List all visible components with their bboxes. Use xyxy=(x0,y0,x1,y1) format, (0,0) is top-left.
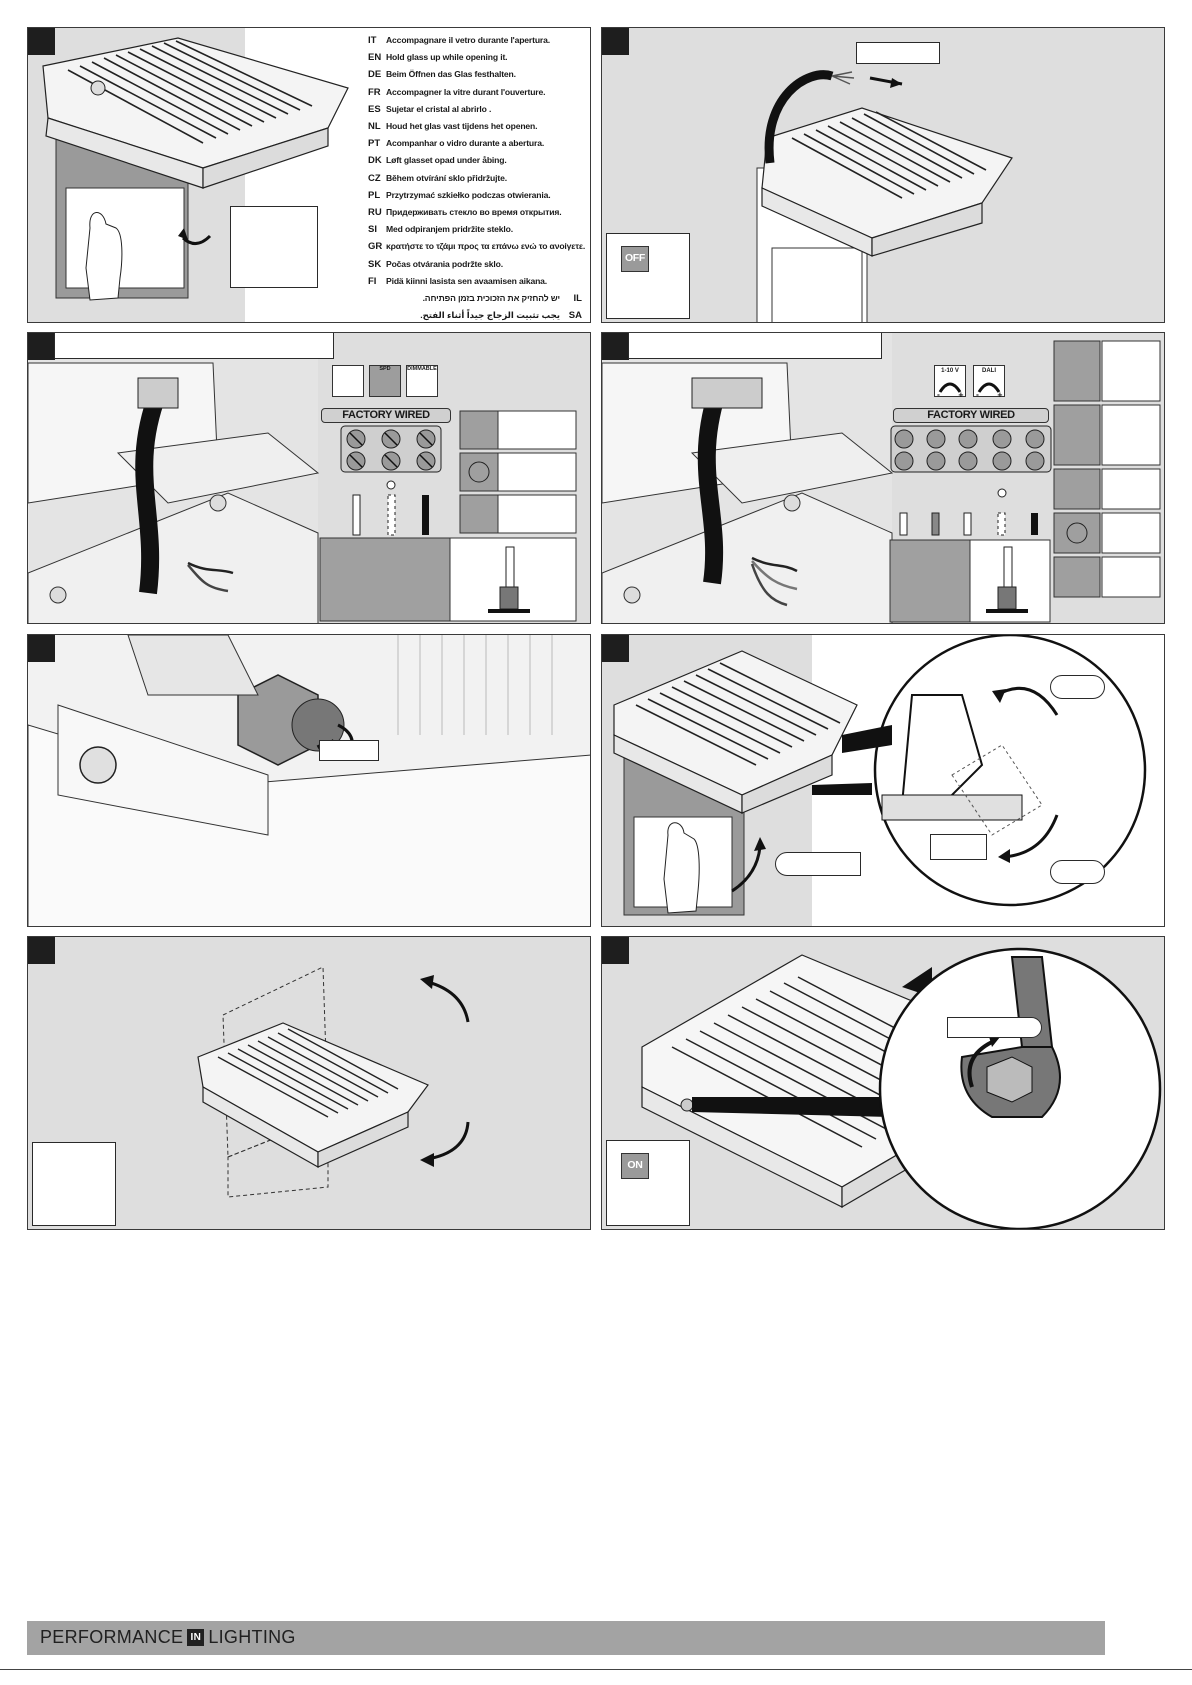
wiring-illustration xyxy=(28,333,320,623)
dial-icon: -+ xyxy=(976,382,1003,399)
dial-icon: -+ xyxy=(937,382,964,399)
svg-text:-: - xyxy=(937,391,940,398)
off-switch-icon: OFF xyxy=(621,246,649,272)
step-number-5 xyxy=(28,635,55,662)
step-number-6 xyxy=(602,635,629,662)
on-switch-icon: ON xyxy=(621,1153,649,1179)
step-panel-8: ON xyxy=(601,936,1165,1230)
blank-label-box xyxy=(856,42,940,64)
step-number-1 xyxy=(28,28,55,55)
blank-label-box xyxy=(1050,860,1105,884)
dali-dimming-icon: DALI -+ xyxy=(973,365,1005,399)
brand-text-right: LIGHTING xyxy=(208,1627,296,1647)
wiring-illustration-dimming xyxy=(602,333,894,623)
blank-label-box xyxy=(230,206,318,288)
instruction-row: يجب تثبيت الزجاج جيداً أثناء الفتح.SA xyxy=(420,310,582,322)
power-switch-on: ON xyxy=(606,1140,690,1226)
blank-label-box xyxy=(1050,675,1105,699)
rotate-fixture-illustration xyxy=(197,966,470,1198)
1-10v-dimming-icon: 1-10 V -+ xyxy=(934,365,966,399)
step-number-8 xyxy=(602,937,629,964)
svg-text:-: - xyxy=(976,391,979,398)
blank-label-box xyxy=(947,1017,1042,1038)
factory-wired-label: FACTORY WIRED xyxy=(321,408,451,423)
step-panel-7 xyxy=(27,936,591,1230)
blank-label-box xyxy=(628,333,882,359)
blank-label-box xyxy=(32,1142,116,1226)
blank-label-box xyxy=(930,834,987,860)
svg-text:+: + xyxy=(958,391,964,398)
cable-gland-illustration xyxy=(28,635,590,926)
factory-wired-label: FACTORY WIRED xyxy=(893,408,1049,423)
step-panel-5 xyxy=(27,634,591,927)
step-panel-3: ON/OFF SPD DIMMABLE FACTORY WIRED xyxy=(27,332,591,624)
svg-text:+: + xyxy=(997,391,1003,398)
footer-brand-bar: PERFORMANCE IN LIGHTING xyxy=(27,1621,1105,1655)
step-panel-6 xyxy=(601,634,1165,927)
brand-logo: PERFORMANCE IN LIGHTING xyxy=(40,1627,296,1648)
brand-text-left: PERFORMANCE xyxy=(40,1627,184,1647)
power-switch-off: OFF xyxy=(606,233,690,319)
cable-entry-illustration xyxy=(756,70,1013,322)
dimmable-icon: DIMMABLE xyxy=(406,365,438,397)
open-glass-illustration xyxy=(42,28,590,322)
blank-label-box xyxy=(54,333,334,359)
step-panel-2: OFF xyxy=(601,27,1165,323)
spd-icon: SPD xyxy=(369,365,401,397)
instruction-row: יש להחזיק את הזכוכית בזמן הפתיחה.IL xyxy=(422,293,582,305)
blank-label-box xyxy=(319,740,379,761)
blank-label-box xyxy=(775,852,861,876)
step-number-4 xyxy=(602,333,629,360)
brand-mark: IN xyxy=(187,1629,205,1646)
step-number-3 xyxy=(28,333,55,360)
step-number-7 xyxy=(28,937,55,964)
step-number-2 xyxy=(602,28,629,55)
on-off-lamp-icon: ON/OFF xyxy=(332,365,364,397)
footer-rule xyxy=(0,1669,1192,1670)
step-panel-4: 1-10 V -+ DALI -+ FACTORY WIRED xyxy=(601,332,1165,624)
